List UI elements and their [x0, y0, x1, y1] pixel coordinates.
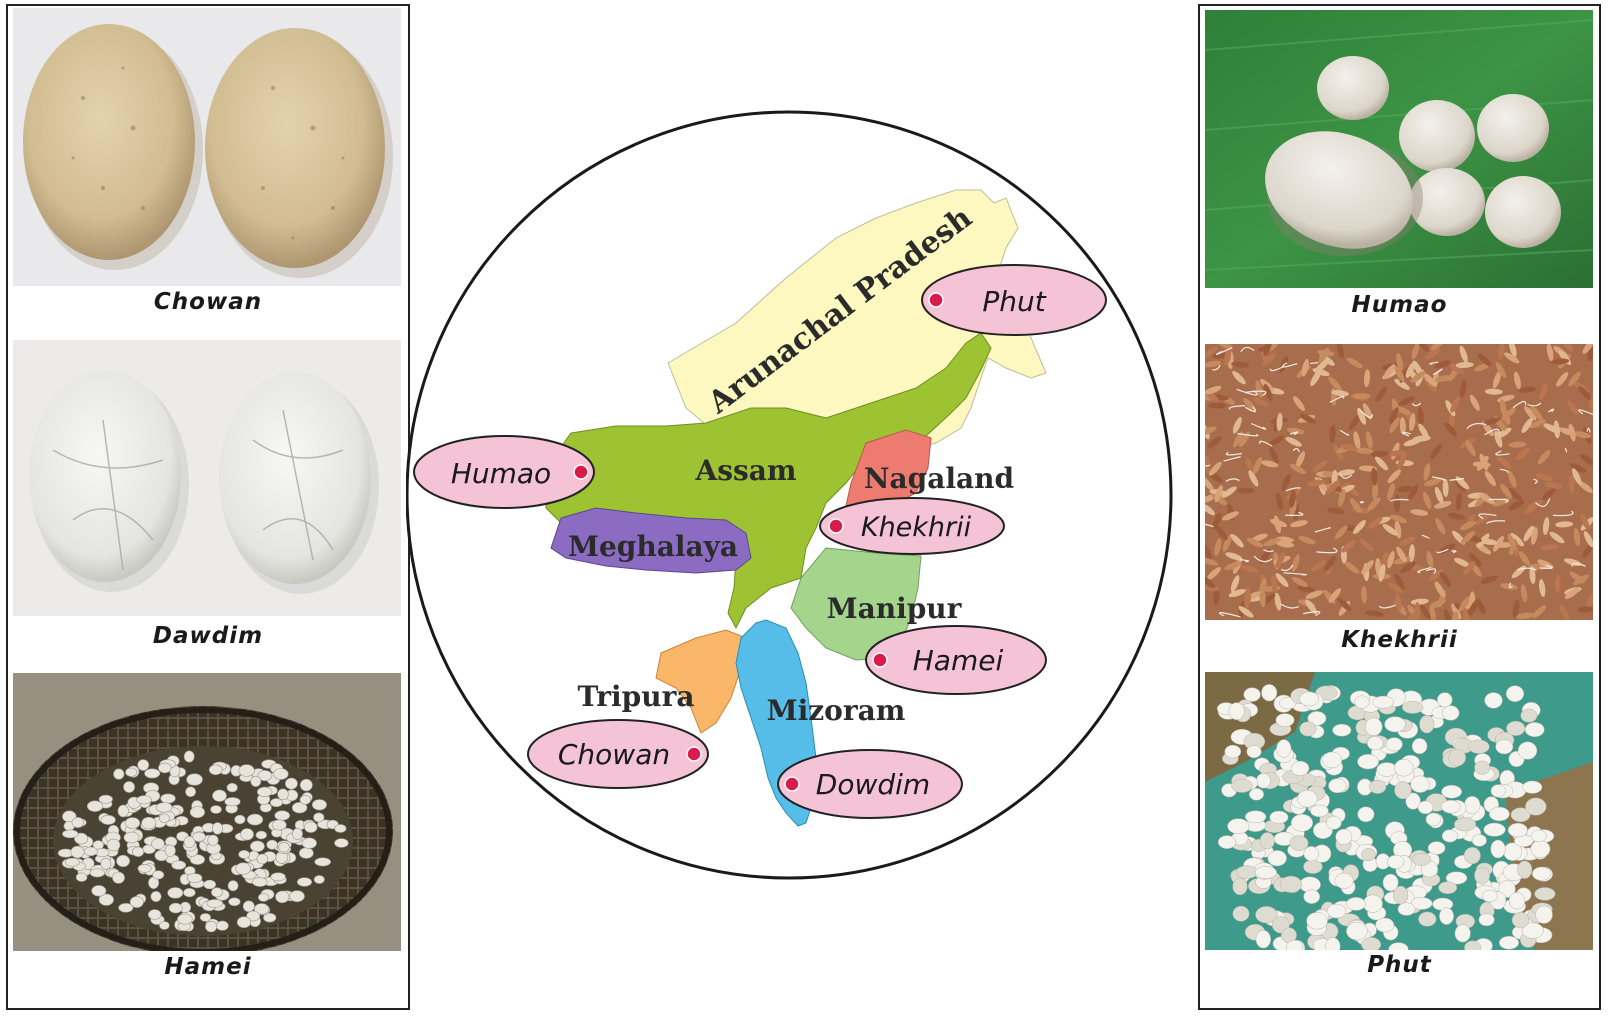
- label-nagaland: Nagaland: [864, 462, 1014, 495]
- phut-caption: Phut: [1367, 952, 1432, 978]
- northeast-india-map: Arunachal Pradesh Assam Nagaland Meghala…: [406, 108, 1202, 898]
- phut-photo: [1205, 672, 1593, 950]
- svg-text:Khekhrii: Khekhrii: [861, 512, 972, 543]
- dawdim-caption: Dawdim: [152, 623, 264, 649]
- svg-text:Dowdim: Dowdim: [816, 768, 930, 801]
- left-photo-panel: Chowan Dawdim: [6, 4, 410, 1010]
- humao-photo: [1205, 10, 1593, 288]
- label-meghalaya: Meghalaya: [568, 530, 738, 563]
- hamei-photo: [13, 673, 401, 951]
- svg-text:Phut: Phut: [982, 285, 1046, 318]
- callout-chowan: Chowan: [527, 719, 709, 789]
- khekhrii-caption: Khekhrii: [1341, 627, 1458, 653]
- svg-text:Chowan: Chowan: [558, 738, 670, 771]
- chowan-photo: [13, 8, 401, 286]
- humao-caption: Humao: [1351, 292, 1448, 318]
- label-assam: Assam: [694, 454, 796, 487]
- callout-humao: Humao: [413, 435, 595, 509]
- state-meghalaya: [550, 507, 752, 574]
- hamei-caption: Hamei: [164, 954, 252, 980]
- svg-text:Hamei: Hamei: [913, 644, 1004, 677]
- svg-text:Humao: Humao: [451, 457, 551, 490]
- callout-hamei: Hamei: [865, 625, 1047, 695]
- state-tripura: [655, 629, 747, 734]
- right-photo-panel: Humao Khekhrii Phut: [1198, 4, 1601, 1010]
- label-mizoram: Mizoram: [767, 694, 906, 727]
- callout-phut: Phut: [921, 264, 1107, 336]
- khekhrii-photo: [1205, 344, 1593, 620]
- callout-dowdim: Dowdim: [777, 749, 963, 819]
- label-manipur: Manipur: [827, 592, 963, 625]
- chowan-caption: Chowan: [153, 289, 263, 315]
- callout-khekhrii: Khekhrii: [819, 497, 1005, 555]
- dawdim-photo: [13, 340, 401, 616]
- label-tripura: Tripura: [577, 680, 694, 713]
